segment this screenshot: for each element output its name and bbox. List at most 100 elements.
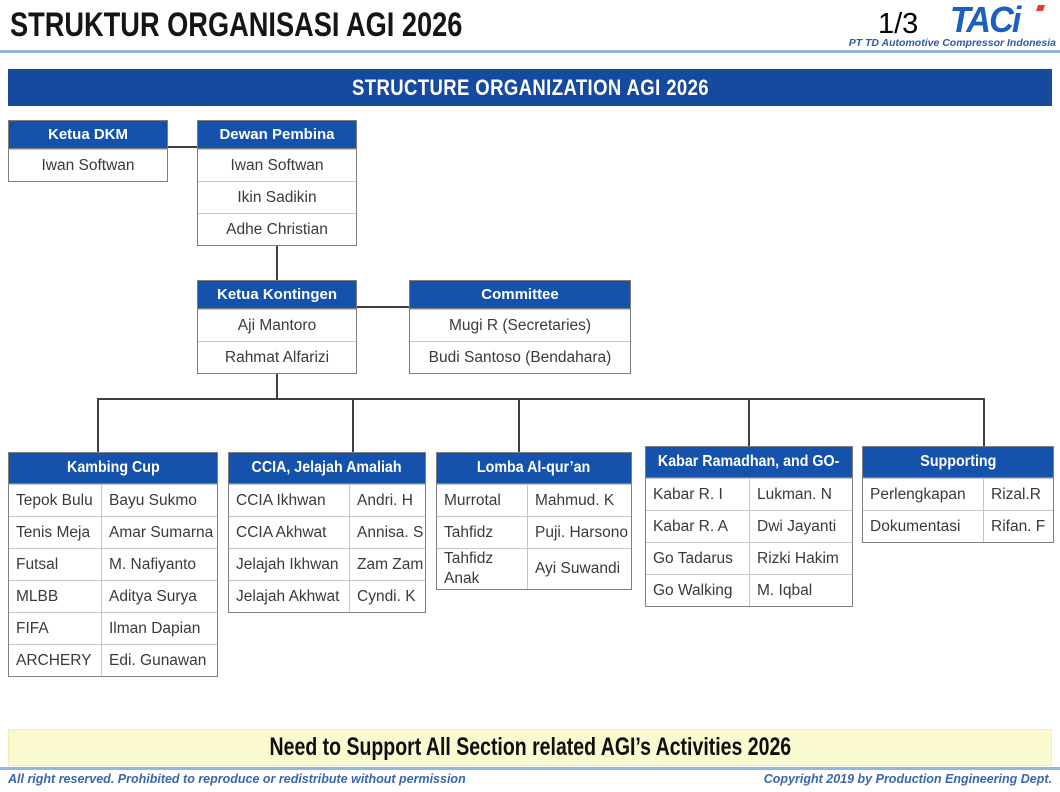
section-lomba-alquran: Lomba Al-qur’an Murrotal Mahmud. K Tahfi… (436, 452, 632, 590)
section-header: Supporting (863, 447, 1053, 478)
person-cell: Aditya Surya (101, 581, 217, 612)
page-title: STRUKTUR ORGANISASI AGI 2026 (10, 6, 463, 44)
table-row: Tenis Meja Amar Sumarna (9, 516, 217, 548)
connector-kontingen-trunk (276, 372, 278, 399)
company-logo: TACi (917, 0, 1052, 40)
connector-drop-ccia (352, 398, 354, 452)
slide-banner-title: STRUCTURE ORGANIZATION AGI 2026 (351, 74, 709, 100)
connector-pembina-kontingen (276, 244, 278, 280)
connector-drop-kambing (97, 398, 99, 452)
section-kambing-cup: Kambing Cup Tepok Bulu Bayu Sukmo Tenis … (8, 452, 218, 677)
role-cell: Jelajah Akhwat (236, 587, 340, 605)
person-cell: Rifan. F (983, 511, 1053, 542)
person-cell: Rizal.R (983, 479, 1053, 510)
section-title: Kabar Ramadhan, and GO- (658, 453, 840, 470)
logo-accent-mark (1036, 5, 1045, 11)
person-cell: Zam Zam (349, 549, 425, 580)
role-cell: FIFA (16, 619, 49, 637)
footer-copyright-text: Copyright 2019 by Production Engineering… (763, 772, 1052, 786)
header-divider-line (0, 50, 1060, 53)
box-ketua-dkm-members: Iwan Softwan (9, 149, 167, 181)
slide-banner: STRUCTURE ORGANIZATION AGI 2026 (8, 69, 1052, 106)
person-cell: Rizki Hakim (749, 543, 852, 574)
role-cell: Jelajah Ikhwan (236, 555, 339, 573)
box-ketua-dkm: Ketua DKM Iwan Softwan (8, 120, 168, 182)
section-title: CCIA, Jelajah Amaliah (251, 459, 403, 476)
page-number: 1/3 (878, 8, 919, 40)
table-row: CCIA Ikhwan Andri. H (229, 484, 425, 516)
person-cell: Dwi Jayanti (749, 511, 852, 542)
person-cell: Ayi Suwandi (527, 549, 631, 589)
footer-rights-text: All right reserved. Prohibited to reprod… (8, 772, 466, 786)
member-cell: Mugi R (Secretaries) (410, 309, 630, 341)
section-title: Supporting (919, 453, 997, 470)
role-cell: Dokumentasi (870, 517, 961, 535)
section-header: Kambing Cup (9, 453, 217, 484)
person-cell: Edi. Gunawan (101, 645, 217, 676)
member-cell: Aji Mantoro (198, 309, 356, 341)
role-cell: Futsal (16, 555, 59, 573)
section-rows: Perlengkapan Rizal.R Dokumentasi Rifan. … (863, 478, 1053, 542)
table-row: MLBB Aditya Surya (9, 580, 217, 612)
role-cell: CCIA Akhwat (236, 523, 327, 541)
connector-drop-supporting (983, 398, 985, 446)
person-cell: Cyndi. K (349, 581, 425, 612)
box-committee-title: Committee (410, 281, 630, 309)
role-cell: MLBB (16, 587, 59, 605)
person-cell: Lukman. N (749, 479, 852, 510)
role-cell: Tenis Meja (16, 523, 91, 541)
connector-dkm-pembina (168, 146, 197, 148)
table-row: Kabar R. I Lukman. N (646, 478, 852, 510)
connector-drop-lomba (518, 398, 520, 452)
person-cell: M. Nafiyanto (101, 549, 217, 580)
table-row: Perlengkapan Rizal.R (863, 478, 1053, 510)
section-rows: CCIA Ikhwan Andri. H CCIA Akhwat Annisa.… (229, 484, 425, 612)
person-cell: Ilman Dapian (101, 613, 217, 644)
role-cell: Go Tadarus (653, 549, 733, 567)
person-cell: Bayu Sukmo (101, 485, 217, 516)
table-row: Jelajah Ikhwan Zam Zam (229, 548, 425, 580)
table-row: Tahfidz Puji. Harsono (437, 516, 631, 548)
person-cell: Andri. H (349, 485, 425, 516)
role-cell: Perlengkapan (870, 485, 966, 503)
bottom-banner-text: Need to Support All Section related AGI’… (269, 733, 791, 761)
logo-tagline: PT TD Automotive Compressor Indonesia (848, 37, 1056, 49)
role-cell: ARCHERY (16, 651, 92, 669)
role-cell: Go Walking (653, 581, 733, 599)
table-row: Go Tadarus Rizki Hakim (646, 542, 852, 574)
table-row: CCIA Akhwat Annisa. S (229, 516, 425, 548)
role-cell: Tahfidz (444, 523, 494, 541)
connector-trunk (97, 398, 985, 400)
member-cell: Adhe Christian (198, 213, 356, 245)
table-row: Dokumentasi Rifan. F (863, 510, 1053, 542)
role-cell: Tepok Bulu (16, 491, 93, 509)
connector-kontingen-committee (357, 306, 409, 308)
role-cell: Kabar R. A (653, 517, 728, 535)
member-cell: Ikin Sadikin (198, 181, 356, 213)
section-ccia-jelajah: CCIA, Jelajah Amaliah CCIA Ikhwan Andri.… (228, 452, 426, 613)
table-row: Tepok Bulu Bayu Sukmo (9, 484, 217, 516)
bottom-banner: Need to Support All Section related AGI’… (8, 729, 1052, 766)
box-ketua-kontingen-title: Ketua Kontingen (198, 281, 356, 309)
table-row: Kabar R. A Dwi Jayanti (646, 510, 852, 542)
table-row: Murrotal Mahmud. K (437, 484, 631, 516)
table-row: Jelajah Akhwat Cyndi. K (229, 580, 425, 612)
table-row: ARCHERY Edi. Gunawan (9, 644, 217, 676)
section-rows: Murrotal Mahmud. K Tahfidz Puji. Harsono… (437, 484, 631, 589)
role-cell: CCIA Ikhwan (236, 491, 326, 509)
logo-wordmark: TACi (949, 0, 1022, 40)
box-ketua-dkm-title: Ketua DKM (9, 121, 167, 149)
section-rows: Tepok Bulu Bayu Sukmo Tenis Meja Amar Su… (9, 484, 217, 676)
section-header: Lomba Al-qur’an (437, 453, 631, 484)
section-kabar-ramadhan-go: Kabar Ramadhan, and GO- Kabar R. I Lukma… (645, 446, 853, 607)
member-cell: Iwan Softwan (198, 149, 356, 181)
role-cell: Murrotal (444, 491, 501, 509)
section-rows: Kabar R. I Lukman. N Kabar R. A Dwi Jaya… (646, 478, 852, 606)
section-header: Kabar Ramadhan, and GO- (646, 447, 852, 478)
section-supporting: Supporting Perlengkapan Rizal.R Dokument… (862, 446, 1054, 543)
person-cell: Annisa. S (349, 517, 425, 548)
table-row: Go Walking M. Iqbal (646, 574, 852, 606)
